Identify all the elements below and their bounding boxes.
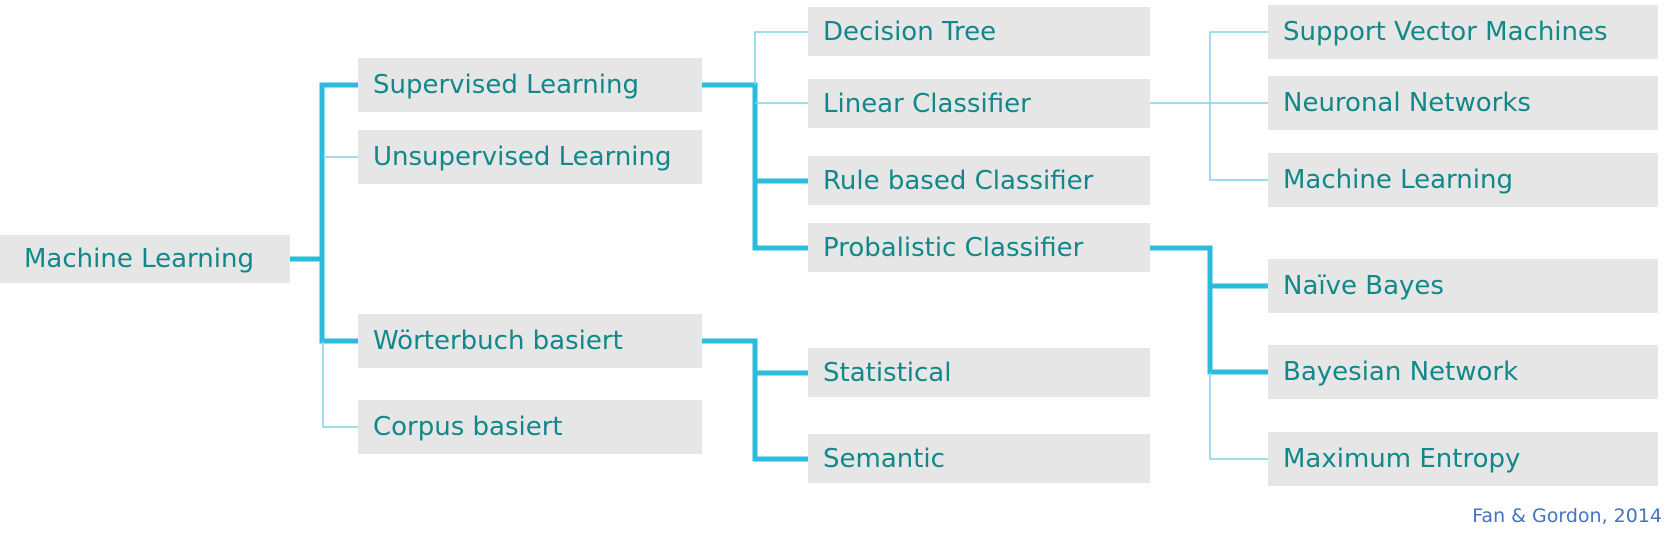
node-rule-based-classifier: Rule based Classifier — [808, 156, 1150, 205]
node-corpus-basiert: Corpus basiert — [358, 400, 702, 454]
connector-root-supervised — [290, 82, 358, 262]
node-probalistic-classifier: Probalistic Classifier — [808, 223, 1150, 272]
node-linear-classifier: Linear Classifier — [808, 79, 1150, 128]
node-machine-learning-leaf: Machine Learning — [1268, 153, 1658, 207]
connector-linear-trunk — [1150, 31, 1268, 104]
node-bayesian-network: Bayesian Network — [1268, 345, 1658, 399]
node-maximum-entropy: Maximum Entropy — [1268, 432, 1658, 486]
connector-root-corpus — [322, 341, 358, 428]
connector-probalistic-trunk — [1150, 245, 1268, 375]
node-machine-learning-root: Machine Learning — [0, 235, 290, 283]
connector-linear-ml — [1209, 103, 1268, 181]
connector-woerterbuch-trunk — [702, 338, 808, 462]
node-statistical: Statistical — [808, 348, 1150, 397]
citation-text: Fan & Gordon, 2014 — [1472, 505, 1662, 527]
node-semantic: Semantic — [808, 434, 1150, 483]
connector-root-woerterbuch — [319, 259, 358, 344]
node-supervised-learning: Supervised Learning — [358, 58, 702, 112]
connector-supervised-trunk — [702, 82, 808, 251]
connector-supervised-decision — [754, 31, 808, 85]
node-naive-bayes: Naïve Bayes — [1268, 259, 1658, 313]
node-decision-tree: Decision Tree — [808, 7, 1150, 56]
node-support-vector-machines: Support Vector Machines — [1268, 5, 1658, 59]
connector-probalistic-maxent — [1209, 372, 1268, 460]
node-unsupervised-learning: Unsupervised Learning — [358, 130, 702, 184]
node-woerterbuch-basiert: Wörterbuch basiert — [358, 314, 702, 368]
node-neuronal-networks: Neuronal Networks — [1268, 76, 1658, 130]
